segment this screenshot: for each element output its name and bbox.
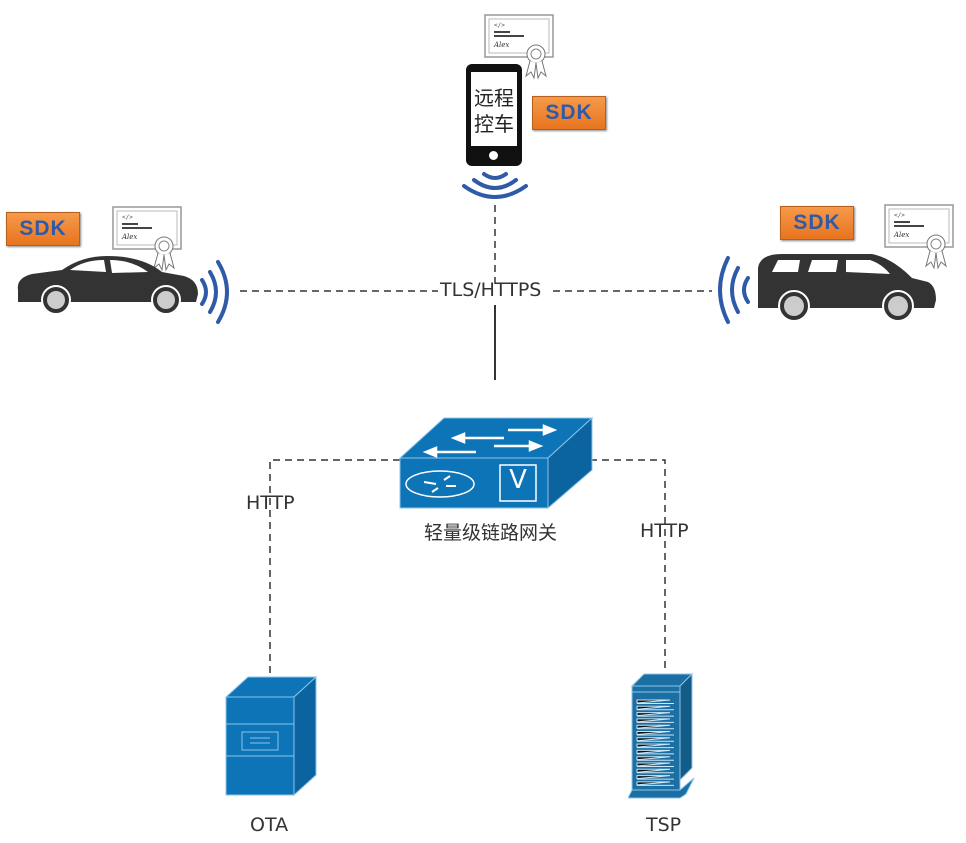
gateway-badge: V (509, 465, 527, 495)
tsp-label: TSP (646, 814, 682, 836)
rack-slot (636, 724, 671, 729)
right-car-sdk-badge: SDK (780, 206, 854, 240)
rack-slot (636, 781, 671, 786)
phone-wireless-waves-icon (462, 172, 528, 199)
rack-slot (636, 712, 671, 717)
left-car-sdk-badge: SDK (6, 212, 80, 246)
svg-text:</>: </> (122, 214, 133, 221)
right-car-wireless-waves-icon (718, 256, 750, 324)
ota-label: OTA (250, 814, 289, 836)
rack-slot (636, 705, 671, 710)
gateway-switch-icon (398, 416, 594, 510)
rack-slot (636, 756, 671, 761)
protocol-label-http-tsp: HTTP (640, 520, 689, 542)
rack-slot (636, 775, 671, 780)
certificate-icon: </> Alex (884, 204, 954, 270)
phone-label-line1: 远程 (474, 86, 514, 110)
certificate-icon: </> Alex (484, 14, 554, 80)
edge-gateway-tsp (590, 459, 666, 670)
gateway-label: 轻量级链路网关 (424, 522, 558, 544)
svg-text:Alex: Alex (493, 41, 509, 49)
svg-text:Alex: Alex (893, 231, 909, 239)
phone-node: 远程 控车 (466, 64, 522, 166)
ota-server-icon (224, 675, 318, 797)
rack-slot (636, 743, 671, 748)
rack-slot (636, 699, 671, 704)
suv-car-icon (758, 254, 936, 322)
svg-text:</>: </> (894, 212, 905, 219)
rack-slot (636, 731, 671, 736)
svg-text:Alex: Alex (121, 233, 137, 241)
svg-text:</>: </> (494, 22, 505, 29)
rack-slot (636, 737, 671, 742)
phone-label-line2: 控车 (474, 112, 514, 136)
rack-slot (636, 762, 671, 767)
certificate-icon: </> Alex (112, 206, 182, 272)
phone-icon (466, 64, 522, 166)
rack-slot (636, 749, 671, 754)
protocol-label-tls-https: TLS/HTTPS (440, 279, 542, 301)
rack-slot (636, 768, 671, 773)
tsp-server-icon (628, 672, 695, 799)
sedan-car-icon (17, 256, 199, 315)
left-car-wireless-waves-icon (200, 260, 229, 324)
phone-sdk-badge: SDK (532, 96, 606, 130)
protocol-label-http-ota: HTTP (246, 492, 295, 514)
rack-slot (636, 718, 671, 723)
